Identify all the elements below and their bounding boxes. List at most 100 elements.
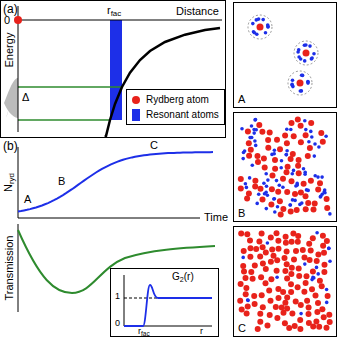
rydberg-atom-dot <box>271 253 277 259</box>
rydberg-atom-dot <box>313 318 319 324</box>
rydberg-atom-dot <box>275 238 281 244</box>
rydberg-atom-dot <box>316 324 322 330</box>
rydberg-atom-dot <box>260 244 266 250</box>
rydberg-atom-dot <box>259 292 265 298</box>
rydberg-atom-dot <box>298 190 304 196</box>
rydberg-atom-dot <box>246 153 252 159</box>
rydberg-atom-dot <box>306 241 312 247</box>
label-text: Energy <box>3 33 15 68</box>
rydberg-atom-dot <box>237 298 243 304</box>
rydberg-atom-dot <box>252 262 258 268</box>
rydberg-atom-dot <box>270 173 276 179</box>
rydberg-atom-dot <box>240 263 246 269</box>
resonant-atom-dot <box>324 134 328 138</box>
rydberg-atom-dot <box>239 307 245 313</box>
rydberg-atom-dot <box>246 140 252 146</box>
rydberg-atom-dot <box>288 281 294 287</box>
rydberg-atom-dot <box>289 239 295 245</box>
resonant-atom-dot <box>313 142 317 146</box>
resonant-atom-dot <box>303 59 307 63</box>
resonant-atom-dot <box>304 43 308 47</box>
rydberg-atom-dot <box>296 157 302 163</box>
rydberg-atom-dot <box>278 212 284 218</box>
resonant-atom-dot <box>253 31 257 35</box>
rydberg-atom-dot <box>255 326 261 332</box>
label-text: Transmission <box>3 236 15 301</box>
axis-label: Energy <box>3 33 15 68</box>
axis-label: A <box>24 193 31 205</box>
y-axis <box>18 6 19 132</box>
resonant-atom-dot <box>299 89 303 93</box>
resonant-atom-dot <box>303 262 307 266</box>
cluster-outline <box>288 71 312 95</box>
snapshot-panel: C <box>233 226 337 337</box>
resonant-atom-dot <box>248 176 252 180</box>
rydberg-atom-dot <box>274 230 280 236</box>
resonant-atom-dot <box>323 191 327 195</box>
rydberg-atom-dot <box>277 198 283 204</box>
atom-snapshot <box>234 227 336 336</box>
rydberg-atom-dot <box>322 262 328 268</box>
resonant-atom-dot <box>285 153 289 157</box>
rydberg-atom-dot <box>288 271 294 277</box>
rydberg-atom-dot <box>284 294 290 300</box>
rydberg-atom-dot <box>303 206 309 212</box>
subscript-text: 2 <box>180 275 184 284</box>
rydberg-atom-dot <box>283 234 289 240</box>
resonant-atom-dot <box>299 312 303 316</box>
resonant-atom-dot <box>261 18 265 22</box>
rydberg-atom-dot <box>281 310 287 316</box>
rydberg-atom-dot <box>282 255 288 261</box>
rydberg-atom-dot <box>277 146 283 152</box>
resonant-atom-dot <box>306 189 310 193</box>
rydberg-atom-dot <box>263 266 269 272</box>
rydberg-atom-dot <box>305 153 311 159</box>
rydberg-atom-dot <box>321 269 327 275</box>
resonant-atom-dot <box>306 81 310 85</box>
rydberg-atom-dot <box>269 247 275 253</box>
rydberg-atom-dot <box>282 300 288 306</box>
rydberg-atom-dot <box>305 200 311 206</box>
rydberg-atom-dot <box>324 196 330 202</box>
rydberg-atom-dot <box>304 298 310 304</box>
y-axis <box>18 224 19 312</box>
resonant-atom-dot <box>310 135 314 139</box>
resonant-atom-dot <box>315 231 319 235</box>
label-text: 1 <box>115 291 120 301</box>
resonant-atom-dot <box>313 154 317 158</box>
rydberg-atom-dot <box>284 140 290 146</box>
rydberg-atom-dot <box>320 243 326 249</box>
rydberg-atom-dot <box>268 298 274 304</box>
energy-distribution <box>4 78 18 118</box>
resonant-atom-dot <box>241 256 245 260</box>
resonant-atom-dot <box>285 149 289 153</box>
axis-label: C <box>150 139 158 151</box>
rydberg-atom-dot <box>253 246 259 252</box>
resonant-atom-dot <box>307 140 311 144</box>
rydberg-atom-dot <box>265 137 271 143</box>
rydberg-atom-dot <box>292 323 298 329</box>
rydberg-atom-dot <box>318 130 324 136</box>
axis-label: 0 <box>115 319 120 329</box>
resonant-atom-dot <box>325 301 329 305</box>
rydberg-atom-dot <box>251 293 257 299</box>
label-text: B <box>58 175 65 187</box>
rydberg-atom-dot <box>303 280 309 286</box>
rydberg-atom-dot <box>262 164 268 170</box>
resonant-atom-dot <box>303 119 307 123</box>
panel-frame <box>1 1 226 138</box>
resonant-atom-dot <box>265 207 269 211</box>
rydberg-atom-dot <box>320 139 326 145</box>
resonant-atom-dot <box>250 124 254 128</box>
resonant-atom-dot <box>317 145 321 149</box>
label-text: 0 <box>115 318 120 328</box>
resonant-atom-dot <box>310 57 314 61</box>
resonant-atom-dot <box>322 190 326 194</box>
resonant-atom-dot <box>289 203 293 207</box>
resonant-atom-dot <box>244 182 248 186</box>
resonant-atom-dot <box>254 118 258 122</box>
rydberg-atom-dot <box>250 276 256 282</box>
axis-label: r <box>200 327 203 337</box>
rydberg-atom-dot <box>297 326 303 332</box>
rydberg-atom-dot <box>267 312 273 318</box>
